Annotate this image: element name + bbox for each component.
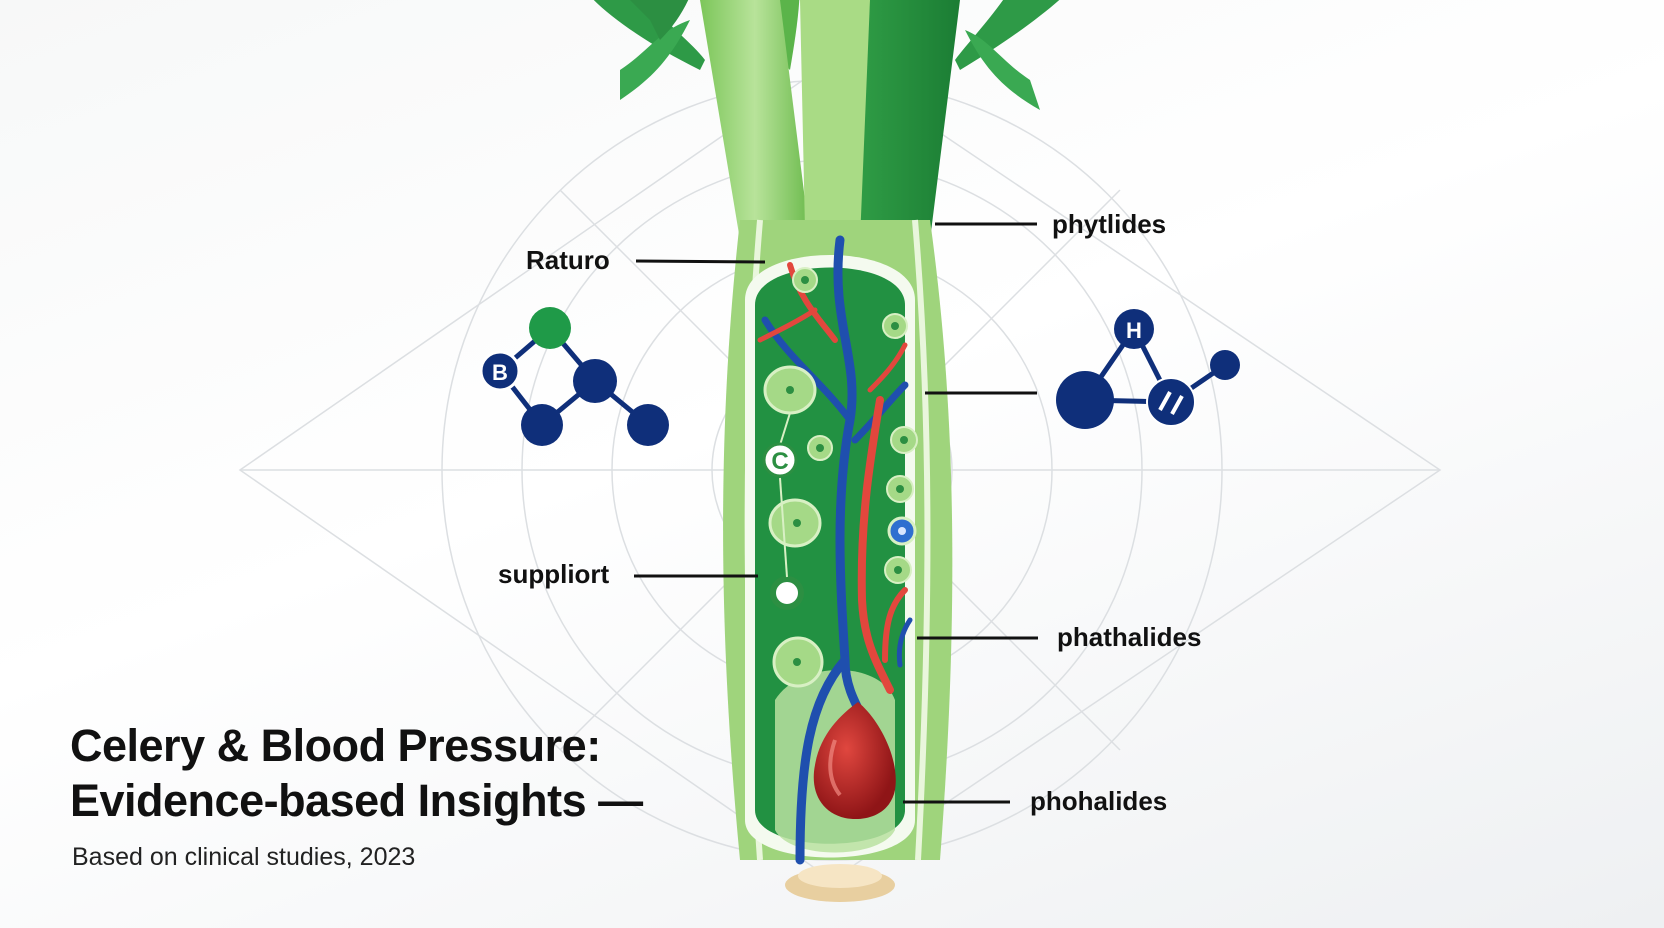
- right-molecule: H: [1056, 309, 1240, 429]
- stalk-atom-label: C: [771, 448, 788, 475]
- callout-label-phytlides: phytlides: [1052, 209, 1167, 239]
- callout-line-raturo: [635, 259, 766, 264]
- heart-organ: [813, 702, 896, 820]
- callout-label-phathalides: phathalides: [1057, 622, 1202, 652]
- callout-label-phohalides: phohalides: [1030, 786, 1168, 816]
- blood-vessels: [757, 235, 913, 865]
- plant-cells: C: [762, 267, 918, 688]
- right-atom-label: H: [1126, 318, 1142, 343]
- callout-lines: [634, 222, 1038, 804]
- page-subtitle: Based on clinical studies, 2023: [72, 843, 416, 871]
- callout-label-raturo: Raturo: [526, 245, 610, 275]
- root-base: [785, 864, 895, 902]
- left-molecule: B: [479, 307, 669, 446]
- molecule-green-atom: [529, 307, 571, 349]
- page-title-line-1: Celery & Blood Pressure:: [70, 720, 601, 771]
- callout-label-supplort: suppliort: [498, 559, 610, 589]
- page-title-line-2: Evidence-based Insights —: [70, 775, 643, 826]
- left-atom-label: B: [492, 360, 508, 385]
